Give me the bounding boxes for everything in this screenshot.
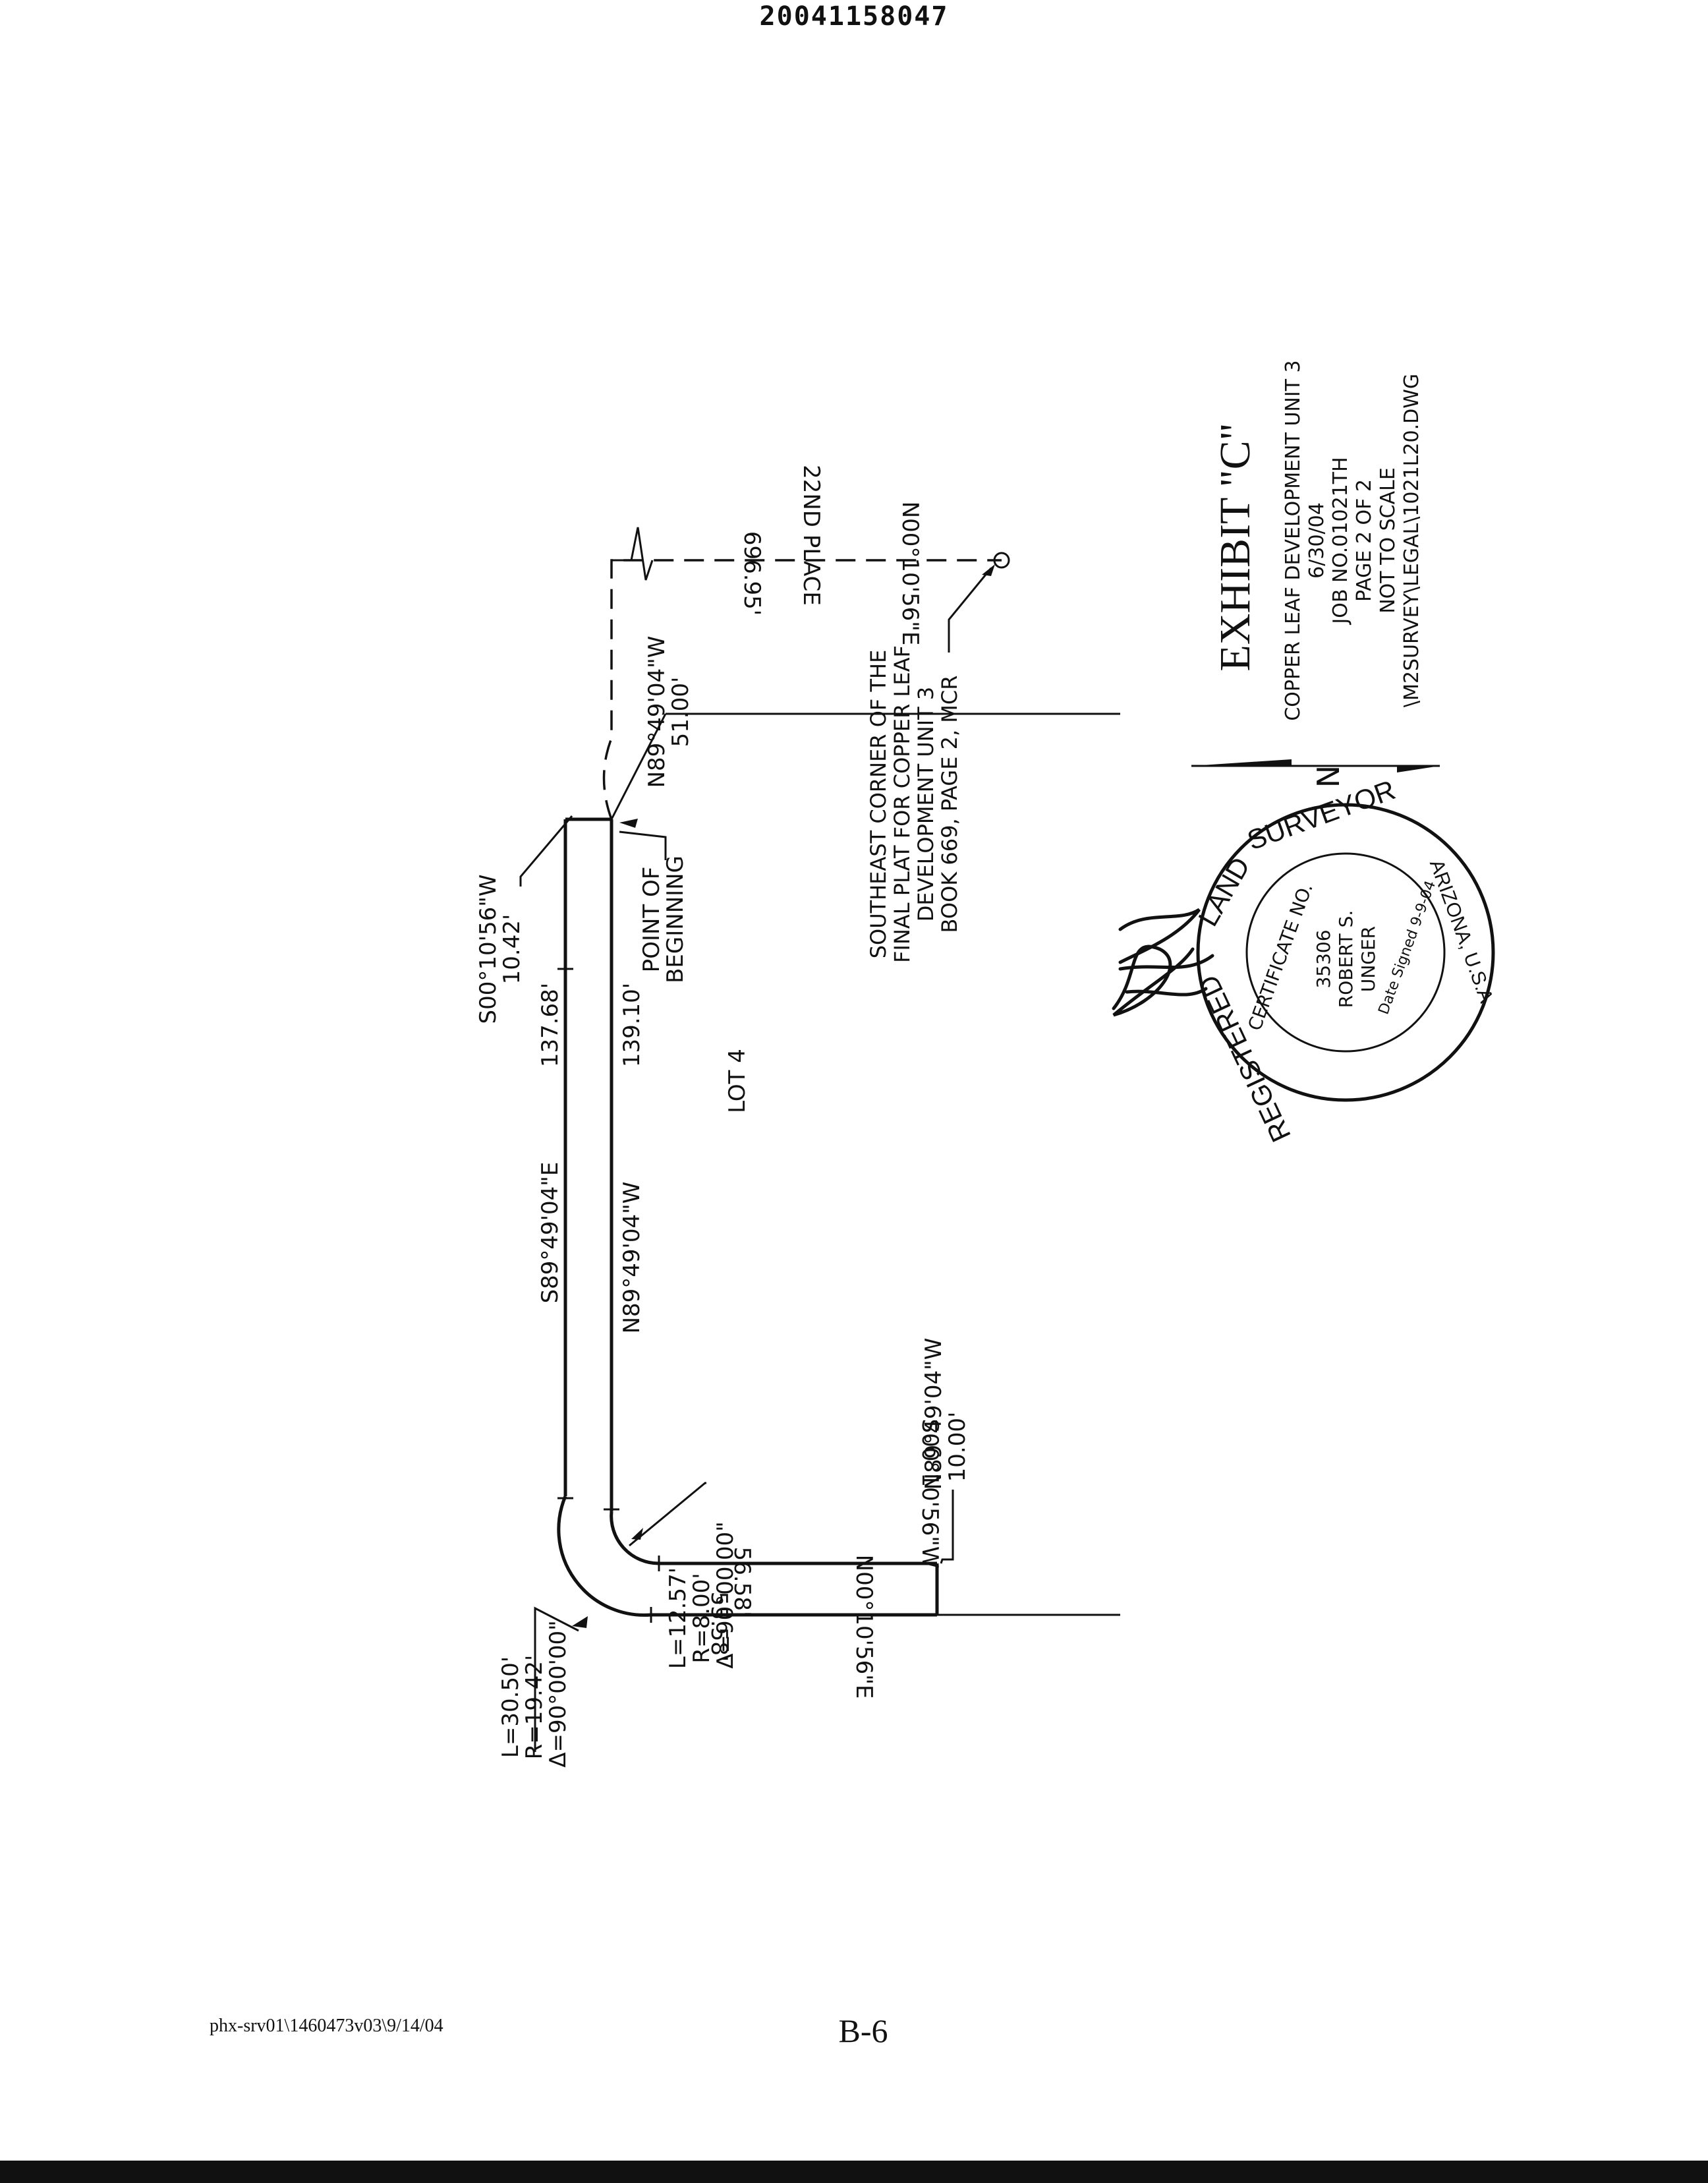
plat-corner-link xyxy=(610,713,667,820)
tie-distance-label: 51.00' xyxy=(668,677,694,747)
bottom-border xyxy=(0,2161,1708,2183)
title-line-6: \M2SURVEY\LEGAL\1021L20.DWG xyxy=(1400,374,1423,707)
tie-dashed-line xyxy=(602,559,1002,820)
outer-west-distance-label: 55.58' xyxy=(706,1592,732,1662)
exhibit-title: EXHIBIT "C" xyxy=(1211,422,1259,671)
page-number: B-6 xyxy=(838,2012,888,2049)
west-labels: S00°10'56"W 56.58' N00°10'56"E 55.58' N0… xyxy=(706,465,943,1699)
corner-monument xyxy=(993,552,1010,569)
outer-west-bearing-label: N00°10'56"E xyxy=(851,1555,877,1699)
corner-arrowhead xyxy=(982,564,995,576)
south-tie-distance-label: 10.00' xyxy=(944,1412,971,1482)
outer-curve-delta: Δ=90°00'00" xyxy=(545,1620,571,1768)
parcel-boundary xyxy=(557,527,1120,1623)
inner-bearing-label: N89°49'04"W xyxy=(619,1182,645,1334)
east-distance-label: 10.42' xyxy=(499,914,525,985)
title-line-5: NOT TO SCALE xyxy=(1377,467,1400,614)
outer-curve-length: L=30.50' xyxy=(498,1656,524,1758)
title-line-2: 6/30/04 xyxy=(1305,502,1328,579)
inner-west-bearing-label: S00°10'56"W xyxy=(917,1419,943,1569)
north-arrow-label: N xyxy=(1311,765,1346,788)
top-bearing-label: S89°49'04"E xyxy=(537,1162,563,1304)
corner-note-line-1: SOUTHEAST CORNER OF THE xyxy=(866,650,891,959)
south-tie-bearing-label: N89°49'04"W xyxy=(921,1338,947,1490)
title-line-4: PAGE 2 OF 2 xyxy=(1353,479,1376,602)
top-distance-label: 137.68' xyxy=(537,983,563,1067)
pob-arrowhead xyxy=(619,819,638,828)
title-line-1: COPPER LEAF DEVELOPMENT UNIT 3 xyxy=(1282,360,1305,720)
lot-label: LOT 4 xyxy=(724,1049,751,1113)
inner-curve-length: L=12.57' xyxy=(665,1567,691,1669)
north-arrow: N xyxy=(1191,759,1440,788)
corner-note-line-4: BOOK 669, PAGE 2, MCR xyxy=(937,676,962,933)
break-symbol xyxy=(612,527,654,581)
seal-ring-text-1: REGISTERED xyxy=(1193,970,1297,1146)
title-block: EXHIBIT "C" COPPER LEAF DEVELOPMENT UNIT… xyxy=(1211,360,1423,720)
pob-label-line-1: POINT OF xyxy=(639,867,665,973)
seal-name-1: ROBERT S. xyxy=(1335,910,1357,1008)
seal-date-signed: Date Signed 9-9-04 xyxy=(1376,879,1440,1017)
footer-file-path: phx-srv01\1460473v03\9/14/04 xyxy=(210,2016,443,2036)
inner-curve-delta: Δ=90°00'00" xyxy=(712,1521,739,1669)
east-bearing-label: S00°10'56"W xyxy=(475,875,501,1024)
street-distance-label: 696.95' xyxy=(739,531,765,616)
leaders xyxy=(519,564,995,1752)
street-bearing-label: N00°10'56"E xyxy=(897,502,923,646)
outer-curve-arrowhead xyxy=(572,1616,588,1628)
inner-curve-leader xyxy=(629,1482,706,1547)
corner-note-line-2: FINAL PLAT FOR COPPER LEAF xyxy=(890,645,915,963)
corner-leader xyxy=(948,568,992,653)
seal-state: ARIZONA, U.S.A. xyxy=(1425,857,1499,1011)
surveyor-signature xyxy=(1112,908,1214,1017)
inner-curve-radius: R=8.00' xyxy=(689,1573,715,1663)
boundary-labels: S89°49'04"E 137.68' N89°49'04"W 139.10' … xyxy=(475,636,971,1768)
inner-curve xyxy=(610,1511,660,1565)
pob-leader xyxy=(619,830,667,860)
outer-curve-radius: R=19.42' xyxy=(521,1655,548,1760)
tick-marks xyxy=(557,968,660,1623)
tie-bearing-label: N89°49'04"W xyxy=(644,636,670,788)
pob-label-line-2: BEGINNING xyxy=(662,856,689,983)
inner-west-distance-label: 56.58' xyxy=(729,1547,755,1617)
outer-curve xyxy=(557,1496,652,1617)
title-line-3: JOB NO.01021TH xyxy=(1329,457,1352,625)
inner-distance-label: 139.10' xyxy=(619,983,645,1067)
inner-curve-arrowhead xyxy=(631,1528,643,1540)
street-label: 22ND PLACE xyxy=(798,465,824,606)
document-number: 20041158047 xyxy=(759,1,949,32)
east-leader xyxy=(519,815,573,887)
seal-certificate: CERTIFICATE NO. xyxy=(1243,881,1317,1033)
seal-ring-text-2: LAND xyxy=(1192,852,1256,931)
outer-curve-leader xyxy=(534,1606,579,1752)
south-tie-leader xyxy=(940,1490,954,1564)
corner-note-line-3: DEVELOPMENT UNIT 3 xyxy=(913,687,938,922)
surveyor-seal: REGISTERED LAND SURVEYOR ARIZONA, U.S.A.… xyxy=(1192,774,1499,1147)
seal-name-2: UNGER xyxy=(1357,926,1379,992)
seal-number: 35306 xyxy=(1313,929,1334,988)
